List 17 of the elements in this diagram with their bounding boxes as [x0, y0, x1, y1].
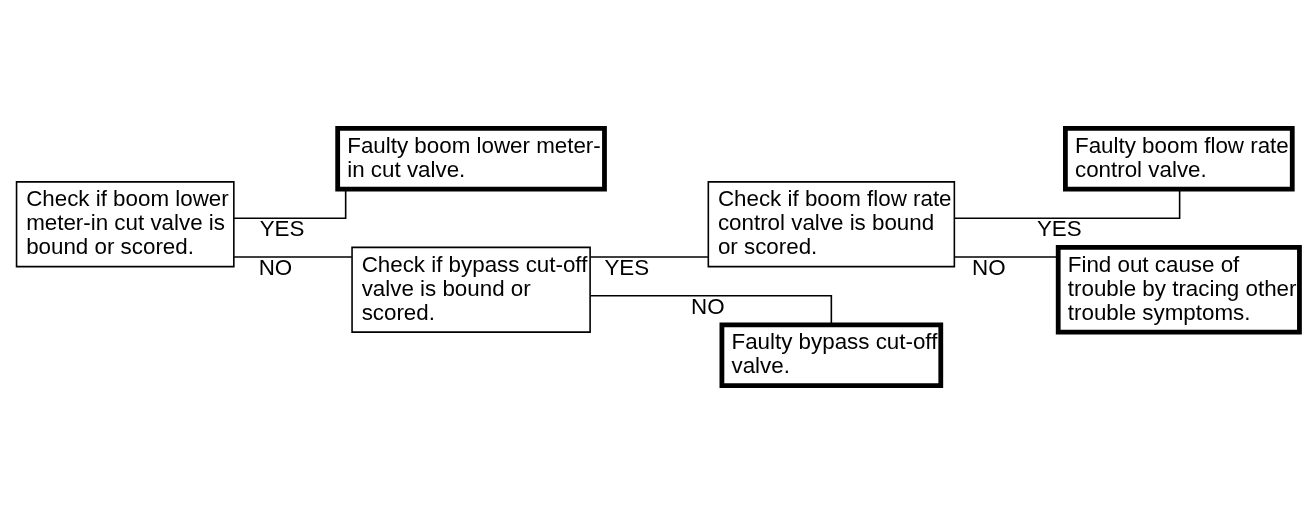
- connector: [233, 255, 353, 258]
- node-box: Check if boom lower meter-in cut valve is bound or scored.: [15, 180, 235, 267]
- node-box: Faulty boom lower meter-in cut valve.: [335, 125, 607, 191]
- edge-label: YES: [1036, 215, 1082, 241]
- node-box: Check if bypass cut-off valve is bound or scored.: [351, 246, 591, 333]
- node-box: Find out cause of trouble by tracing other trouble symptoms.: [1055, 244, 1302, 334]
- node-box: Faulty boom flow rate control valve.: [1063, 125, 1295, 191]
- edge-label: YES: [604, 254, 650, 280]
- edge-label: YES: [259, 215, 305, 241]
- edge-label: NO: [972, 254, 1006, 280]
- connector: [954, 255, 1059, 258]
- connector: [589, 255, 709, 258]
- node-box: Check if boom flow rate control valve is bound or scored.: [707, 180, 956, 267]
- edge-label: NO: [258, 254, 293, 280]
- node-box: Faulty bypass cut-off valve.: [719, 322, 944, 388]
- connector: [589, 294, 833, 326]
- edge-label: NO: [691, 293, 725, 319]
